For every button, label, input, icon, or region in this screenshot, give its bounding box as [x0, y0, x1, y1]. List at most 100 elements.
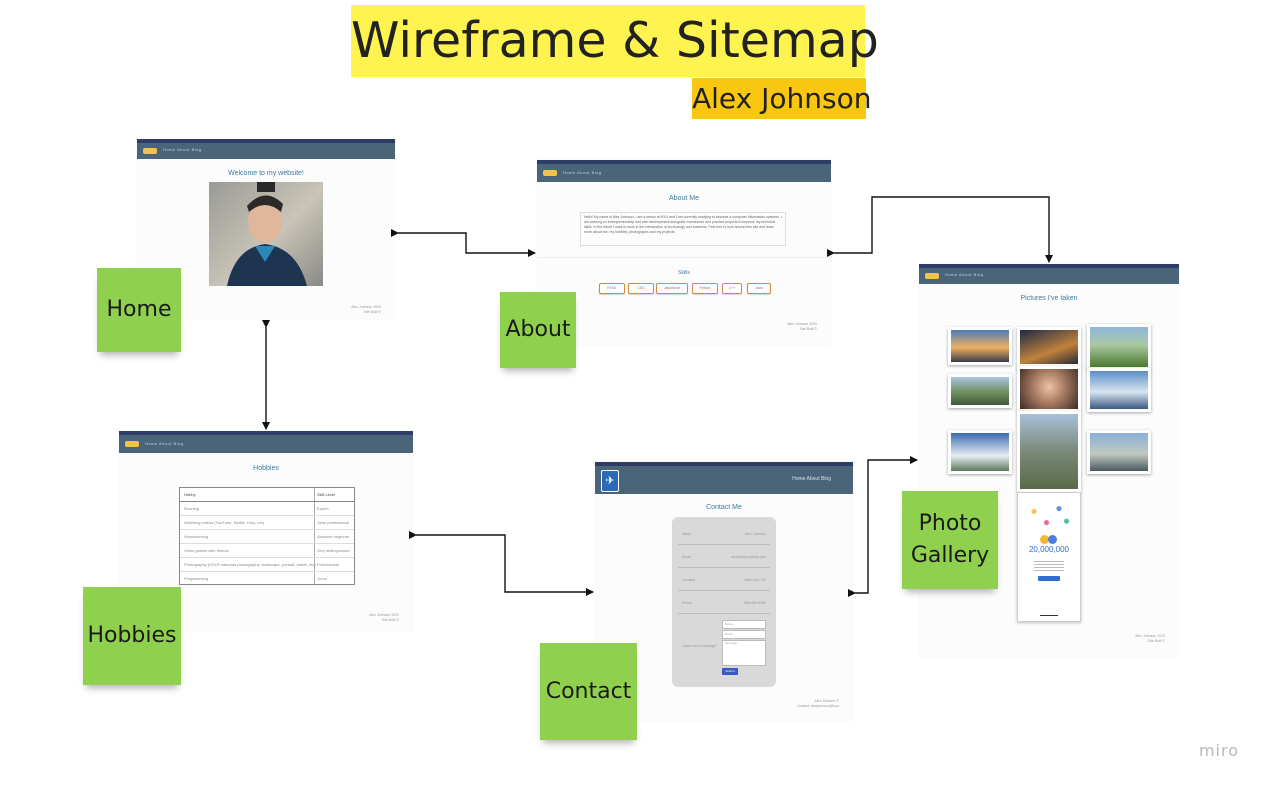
about-paragraph-box: Hello! My name is Alex Johnson. I am a s… [580, 212, 786, 246]
contact-row: Name Alex Johnson [678, 523, 770, 545]
contact-row: Location New York, NY [678, 569, 770, 591]
header-skill: Skill Level [317, 492, 336, 497]
logo-icon [125, 441, 139, 447]
gallery-photo [1087, 324, 1151, 370]
cell-hobby: Photography (DSLR cameras photography, l… [184, 562, 316, 567]
nav-links[interactable]: Home About Blog [563, 170, 602, 175]
coin-icon [1040, 535, 1049, 544]
logo-icon [925, 273, 939, 279]
field-value: alexjohnson@nyu.edu [731, 555, 766, 559]
field-value: 555-555-5555 [744, 601, 766, 605]
about-footer: Alex Johnson 2020 Site Built © [787, 322, 817, 331]
header-hobby: Hobby [184, 492, 196, 497]
field-label: Name [682, 532, 692, 536]
nav-links[interactable]: Home About Blog [145, 441, 184, 446]
gallery-photo [948, 374, 1012, 408]
field-value: Alex Johnson [744, 532, 766, 536]
logo-icon [143, 148, 157, 154]
profile-photo [209, 182, 323, 286]
field-value: New York, NY [744, 578, 766, 582]
cell-hobby: Programming [184, 576, 209, 581]
submit-button[interactable]: Submit [722, 668, 738, 675]
nav-bar: Home About Blog [137, 139, 395, 159]
arrow-hobbies-contact [409, 531, 594, 596]
arrow-home-about [391, 229, 536, 257]
home-heading: Welcome to my website! [228, 170, 304, 177]
contact-page-frame[interactable]: ✈ Home About Blog Contact Me Name Alex J… [595, 462, 853, 720]
field-label: Location [682, 578, 696, 582]
sticky-contact[interactable]: Contact [540, 643, 637, 740]
gallery-photo [1017, 327, 1081, 367]
confetti-graphic [1024, 503, 1074, 531]
about-heading: About Me [669, 195, 699, 202]
message-form-label: Leave me a message! [682, 644, 717, 648]
contact-nav-links[interactable]: Home About Blog [792, 476, 831, 482]
about-paragraph: Hello! My name is Alex Johnson. I am a s… [584, 215, 782, 234]
divider [537, 257, 831, 258]
arrow-about-gallery [827, 196, 1053, 263]
cell-skill: Semi-professional [317, 520, 350, 525]
nav-bar: Home About Blog [119, 431, 413, 453]
contact-footer: Alex Johnson © Contact: alexjohnson@nyu [797, 699, 839, 708]
table-row: Watching videos (YouTube, Netflix, Hulu,… [180, 516, 354, 530]
cell-hobby: Woodworking [184, 534, 209, 539]
skill-badge: HTML [599, 283, 625, 294]
table-column-divider [314, 488, 315, 584]
contact-row: Email alexjohnson@nyu.edu [678, 546, 770, 568]
gallery-photo [1087, 430, 1151, 474]
nav-links[interactable]: Home About Blog [945, 272, 984, 277]
sticky-home[interactable]: Home [97, 268, 181, 352]
home-indicator [1040, 615, 1058, 616]
sticky-hobbies[interactable]: Hobbies [83, 587, 181, 685]
arrow-contact-gallery [848, 456, 918, 597]
miro-logo: miro [1198, 741, 1239, 760]
cell-hobby: Video games with friends [184, 548, 229, 553]
contact-card: Name Alex Johnson Email alexjohnson@nyu.… [672, 517, 776, 687]
cta-button [1038, 576, 1060, 581]
hobbies-heading: Hobbies [253, 465, 279, 472]
author-label: Alex Johnson [692, 78, 871, 119]
skill-badge: CSS [628, 283, 654, 294]
contact-heading: Contact Me [706, 504, 742, 511]
skills-heading: Skills [678, 270, 690, 276]
cell-hobby: Watching videos (YouTube, Netflix, Hulu,… [184, 520, 265, 525]
counter-text: 20,000,000 [1028, 545, 1070, 554]
skill-badge: Java [747, 283, 771, 294]
hobbies-table: Hobby Skill Level Running Expert Watchin… [179, 487, 355, 585]
contact-nav-bar: ✈ Home About Blog [595, 462, 853, 494]
about-page-frame[interactable]: Home About Blog About Me Hello! My name … [537, 160, 831, 344]
gallery-photo [1017, 366, 1081, 412]
skill-badge: C++ [722, 283, 742, 294]
form-name-input[interactable]: Name [722, 620, 766, 629]
gallery-photo [948, 430, 1012, 474]
sticky-photo-gallery[interactable]: Photo Gallery [902, 491, 998, 589]
table-row: Running Expert [180, 502, 354, 516]
nav-bar: Home About Blog [537, 160, 831, 182]
cell-skill: Good [317, 576, 327, 581]
gallery-photo [1017, 411, 1081, 492]
gallery-page-frame[interactable]: Home About Blog Pictures I've taken 20,0… [919, 264, 1179, 656]
table-row: Programming Good [180, 572, 354, 585]
cell-skill: Very distinguished [317, 548, 350, 553]
hobbies-footer: Alex Johnson 2020 Site Built © [369, 613, 399, 622]
home-footer: Alex Johnson 2020 Site Built © [351, 305, 381, 314]
form-message-textarea[interactable]: Message [722, 640, 766, 666]
table-row: Woodworking Absolute beginner [180, 530, 354, 544]
nav-links[interactable]: Home About Blog [163, 147, 202, 152]
skill-badge: Python [692, 283, 718, 294]
logo-icon [543, 170, 557, 176]
gallery-photo [1087, 368, 1151, 412]
hobbies-page-frame[interactable]: Home About Blog Hobbies Hobby Skill Leve… [119, 431, 413, 631]
table-header: Hobby Skill Level [180, 488, 354, 502]
cell-skill: Professional [317, 562, 340, 567]
skill-badge: JavaScript [656, 283, 688, 294]
sticky-about[interactable]: About [500, 292, 576, 368]
field-label: Phone [682, 601, 693, 605]
gallery-heading: Pictures I've taken [1020, 295, 1078, 302]
board-title: Wireframe & Sitemap [351, 5, 879, 77]
gallery-footer: Alex Johnson 2020 Site Built © [1135, 634, 1165, 643]
field-label: Email [682, 555, 691, 559]
form-email-input[interactable]: Email [722, 630, 766, 639]
contact-row: Phone 555-555-5555 [678, 592, 770, 614]
